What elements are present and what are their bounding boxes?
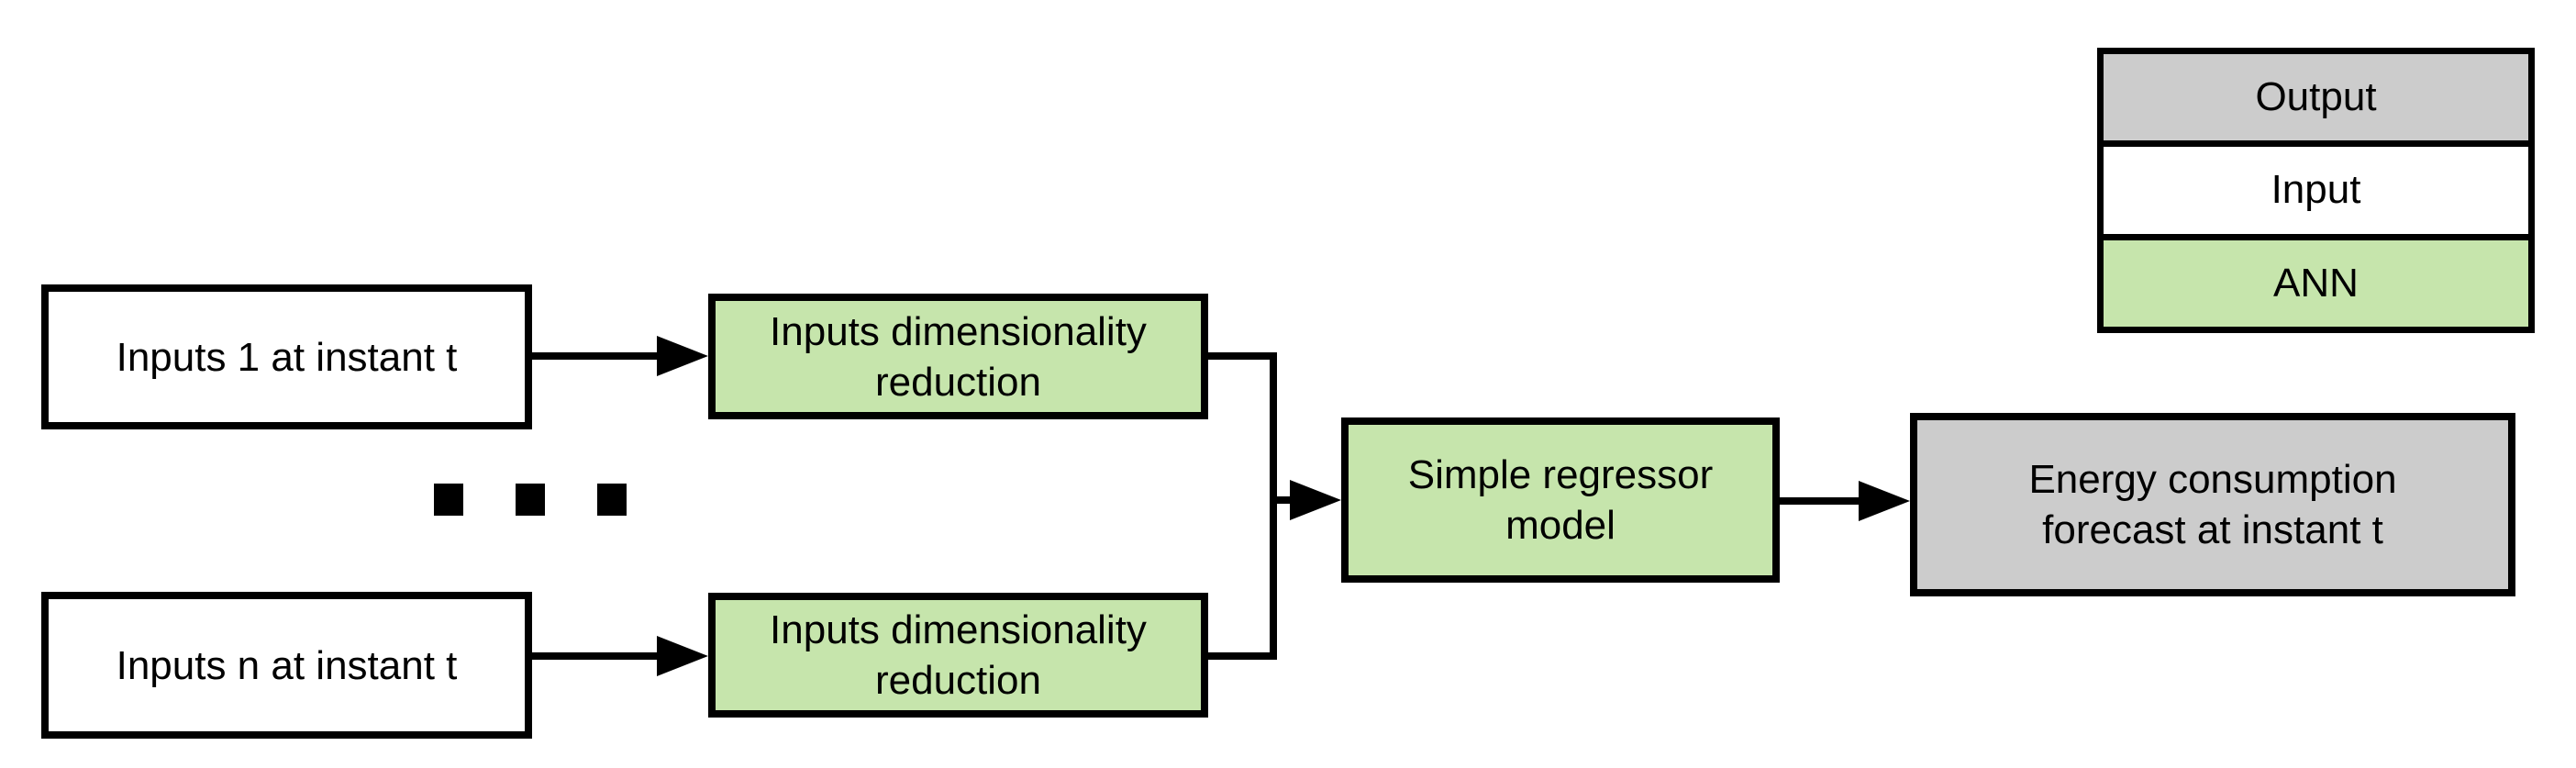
arrowhead-right-icon [657, 636, 708, 676]
arrowhead-right-icon [657, 336, 708, 376]
node-energy-forecast-output: Energy consumption forecast at instant t [1910, 413, 2515, 596]
ellipsis-dot-icon [516, 484, 545, 516]
connector-merge-to-regressor [1270, 496, 1290, 504]
arrowhead-right-icon [1290, 480, 1341, 520]
legend-label: Output [2255, 74, 2377, 120]
ellipsis-dot-icon [434, 484, 463, 516]
legend-item-input: Input [2104, 140, 2528, 234]
connector-merge-vertical [1270, 352, 1277, 660]
node-simple-regressor-model: Simple regressor model [1341, 417, 1780, 583]
legend: Output Input ANN [2097, 48, 2535, 333]
legend-label: ANN [2273, 260, 2359, 306]
node-label: Inputs dimensionality reduction [770, 308, 1147, 405]
node-label: Inputs 1 at instant t [116, 334, 458, 380]
arrowhead-right-icon [1859, 481, 1910, 521]
node-dimensionality-reduction-1: Inputs dimensionality reduction [708, 294, 1208, 419]
node-label: Simple regressor model [1407, 452, 1714, 548]
legend-item-ann: ANN [2104, 233, 2528, 327]
connector-regressor-to-output [1780, 497, 1859, 505]
ellipsis-dots-icon [434, 484, 627, 516]
connector-elbow-bottom [1208, 652, 1277, 660]
node-label: Energy consumption forecast at instant t [2028, 457, 2397, 552]
node-dimensionality-reduction-2: Inputs dimensionality reduction [708, 593, 1208, 718]
ellipsis-dot-icon [597, 484, 627, 516]
connector-inputn-to-dimred2 [532, 652, 657, 660]
node-inputs-n: Inputs n at instant t [41, 592, 532, 739]
node-label: Inputs n at instant t [116, 642, 458, 688]
legend-item-output: Output [2104, 54, 2528, 141]
connector-elbow-top [1208, 352, 1277, 360]
node-label: Inputs dimensionality reduction [770, 607, 1147, 703]
node-inputs-1: Inputs 1 at instant t [41, 284, 532, 429]
connector-input1-to-dimred1 [532, 352, 657, 360]
legend-label: Input [2271, 167, 2361, 213]
